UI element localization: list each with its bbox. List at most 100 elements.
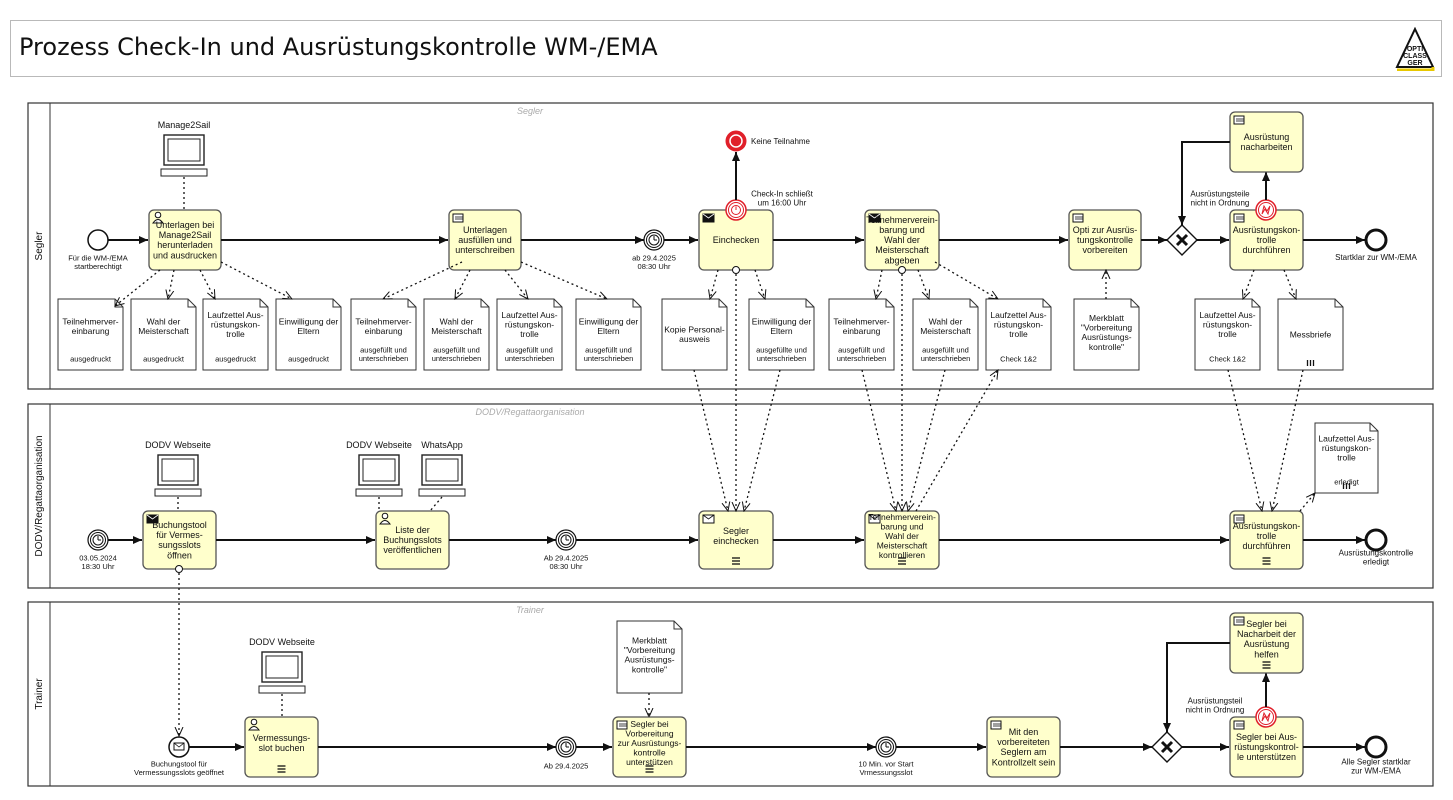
label-line: "Vorbereitung	[1081, 323, 1132, 333]
label-line: Wahl der	[885, 531, 919, 541]
association	[744, 369, 781, 511]
timer-ab-29-4-dodv[interactable]	[555, 529, 577, 551]
label-line: sungsslots	[158, 540, 201, 550]
trainer-start-event[interactable]	[168, 736, 190, 758]
task-einchecken-text: Einchecken	[713, 235, 760, 245]
label-line: Einwilligung der	[752, 317, 812, 327]
association	[934, 261, 998, 299]
system-dodv-webseite-2-label: DODV Webseite	[346, 440, 412, 450]
label-line: Messbriefe	[1290, 329, 1332, 339]
label-line: ausgefüllte und	[756, 345, 807, 354]
timer-ab-29-4-trainer[interactable]	[555, 736, 577, 758]
association	[504, 269, 528, 299]
label-line: rüstungskon-	[994, 319, 1043, 329]
timer-10-min[interactable]	[875, 736, 897, 758]
svg-text:GER: GER	[1407, 60, 1422, 67]
gateway-segler[interactable]	[1166, 224, 1198, 256]
flow	[1163, 642, 1230, 732]
trainer-end-event[interactable]	[1364, 735, 1388, 759]
label-line: Buchungstool	[152, 520, 207, 530]
segler-end-label: Startklar zur WM-/EMA	[1335, 253, 1417, 262]
doc-segler-8: Kopie Personal-ausweis	[661, 298, 728, 371]
label-line: Check 1&2	[1209, 355, 1246, 364]
doc-fold	[969, 299, 978, 308]
label-line: Für die WM-/EMA	[68, 253, 128, 262]
keyboard	[154, 488, 202, 497]
timer-03-05-2024[interactable]	[87, 529, 109, 551]
label-line: Einwilligung der	[279, 317, 339, 327]
system-dodv-webseite-2: DODV Webseite	[346, 440, 412, 497]
label-line: Alle Segler startklar	[1341, 757, 1411, 766]
label-line: barung und	[879, 225, 925, 235]
label-line: Seglern am	[1000, 747, 1046, 757]
label-line: Segler	[723, 526, 749, 536]
manual-task-icon	[1072, 213, 1084, 223]
label-line: vorbereiten	[1082, 245, 1127, 255]
task-ausruestungskontrolle-unterstuetzen[interactable]: Segler bei Aus-rüstungskontrol-le unters…	[1229, 716, 1304, 778]
label-line: erledigt	[1363, 557, 1390, 566]
label-line: 18:30 Uhr	[82, 562, 115, 571]
label-line: DODV Webseite	[249, 637, 315, 647]
icon-stroke	[702, 213, 715, 219]
doc-segler-6-shape	[496, 298, 563, 371]
user-task-icon	[154, 211, 162, 219]
timer-ab-29-4[interactable]	[643, 229, 665, 251]
doc-segler-12-title: Laufzettel Aus-rüstungskon-trolle	[990, 310, 1046, 339]
label-line: Laufzettel Aus-	[501, 310, 557, 320]
lane-segler-label: Segler	[34, 231, 45, 261]
lane-trainer-frame	[27, 601, 1434, 787]
error-icon	[1261, 711, 1271, 723]
label-line: für Vermes-	[156, 530, 203, 540]
task-ausruestungskontrolle-unterstuetzen-text: Segler bei Aus-rüstungskontrol-le unters…	[1234, 732, 1299, 762]
label-line: unterstützen	[626, 757, 673, 767]
task-vermessungsslot-buchen[interactable]: Vermessungs-slot buchen	[244, 716, 319, 778]
x-marker	[1160, 740, 1174, 754]
label-line: Teilnehmerver-	[62, 317, 118, 327]
label-line: nicht in Ordnung	[1191, 198, 1250, 207]
label-line: Wahl der	[884, 235, 920, 245]
doc-fold	[1042, 299, 1051, 308]
segler-start-event[interactable]	[87, 229, 109, 251]
doc-segler-1-state: ausgedruckt	[143, 355, 185, 364]
gateway-trainer[interactable]	[1151, 731, 1183, 763]
icon-stroke	[173, 742, 185, 748]
label-line: ausgefüllt und	[922, 345, 969, 354]
system-dodv-webseite-1-label: DODV Webseite	[145, 440, 211, 450]
label-line: ausgefüllt und	[585, 345, 632, 354]
keyboard	[258, 685, 306, 694]
label-line: ausgefüllt und	[838, 345, 885, 354]
doc-dodv-laufzettel-title: Laufzettel Aus-rüstungskon-trolle	[1318, 433, 1374, 462]
manual-task-icon	[990, 720, 1002, 730]
dodv-end-event[interactable]	[1364, 528, 1388, 552]
opti-class-logo: OPTI CLASS GER	[1395, 27, 1435, 71]
doc-fold	[259, 299, 268, 308]
segler-end-event[interactable]	[1364, 228, 1388, 252]
label-line: Liste der	[395, 525, 430, 535]
label-line: Segler bei	[630, 719, 668, 729]
